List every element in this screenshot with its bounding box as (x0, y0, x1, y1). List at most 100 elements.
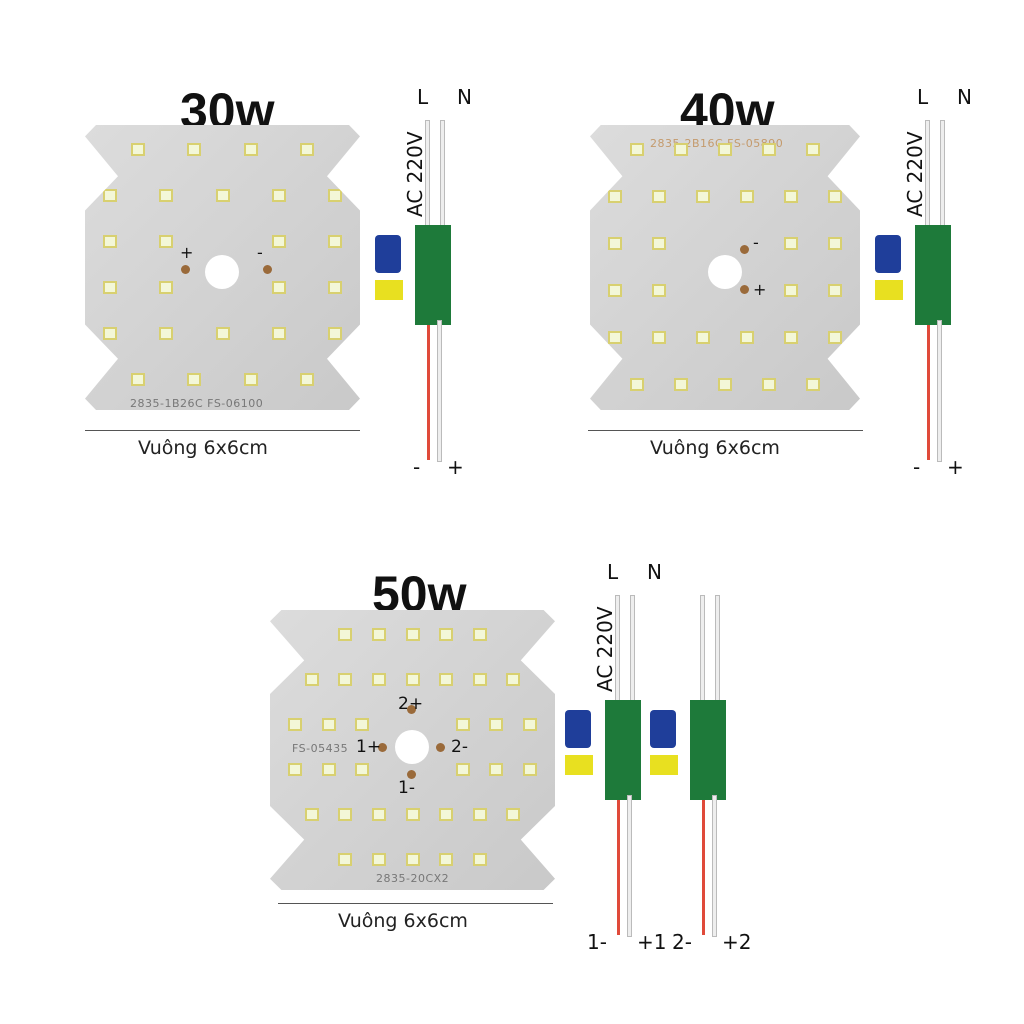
pad-2minus (436, 743, 445, 752)
led-chip (455, 763, 470, 776)
output-wire-red (702, 800, 705, 935)
transformer (565, 755, 593, 775)
led-board-30w: + - 2835-1B26C FS-06100 (85, 125, 360, 410)
led-chip (103, 327, 117, 340)
ac-220v-label: AC 220V (593, 606, 617, 692)
led-chip (489, 718, 504, 731)
capacitor (650, 710, 676, 748)
led-chip (472, 853, 487, 866)
led-chip (718, 378, 732, 391)
led-chip (523, 763, 537, 776)
board-code: 2835-1B26C FS-06100 (130, 397, 264, 410)
led-chip (740, 190, 754, 203)
center-hole (708, 255, 742, 289)
output-minus-label: 1- (587, 930, 607, 954)
center-hole (205, 255, 239, 289)
input-wire-n (715, 595, 720, 707)
output-wire-red (927, 325, 930, 460)
output-minus-label: - (913, 455, 921, 479)
led-chip (472, 673, 487, 686)
led-chip (630, 378, 644, 391)
size-caption: Vuông 6x6cm (138, 437, 268, 459)
led-chip (718, 143, 732, 156)
size-caption: Vuông 6x6cm (338, 910, 468, 932)
led-chip (828, 331, 842, 344)
capacitor (565, 710, 591, 748)
led-chip (355, 718, 370, 731)
input-wire-n (440, 120, 445, 232)
led-chip (338, 673, 353, 686)
pad-label: 2+ (398, 694, 424, 714)
output-minus-label: - (413, 455, 421, 479)
led-chip (321, 763, 336, 776)
output-plus-label: +1 (637, 930, 667, 954)
led-chip (506, 673, 521, 686)
input-wire-n (940, 120, 945, 232)
led-chip (405, 853, 420, 866)
led-chip (304, 808, 319, 821)
output-wire-red (427, 325, 430, 460)
led-chip (523, 718, 537, 731)
output-wire-red (617, 800, 620, 935)
led-chip (299, 143, 314, 156)
led-chip (371, 808, 386, 821)
led-chip (321, 718, 336, 731)
pad-label: 1+ (356, 737, 382, 757)
led-chip (271, 235, 286, 248)
ac-220v-label: AC 220V (403, 131, 427, 217)
led-chip (328, 327, 342, 340)
led-chip (608, 331, 622, 344)
led-chip (762, 143, 776, 156)
led-chip (674, 378, 688, 391)
led-chip (338, 853, 353, 866)
led-chip (215, 327, 230, 340)
led-chip (159, 327, 174, 340)
led-chip (652, 190, 666, 203)
led-chip (131, 143, 146, 156)
led-chip (439, 853, 454, 866)
led-chip (215, 189, 230, 202)
divider (278, 903, 553, 904)
output-wire-white (437, 320, 442, 462)
led-chip (696, 331, 710, 344)
input-wire-l (700, 595, 705, 707)
pad-label: + (180, 243, 194, 262)
led-chip (439, 628, 454, 641)
output-wire-white (937, 320, 942, 462)
led-chip (187, 373, 202, 386)
led-chip (630, 143, 644, 156)
led-chip (806, 378, 820, 391)
led-chip (328, 281, 342, 294)
led-chip (489, 763, 504, 776)
led-chip (243, 373, 258, 386)
led-chip (439, 673, 454, 686)
pad-label: 2- (451, 737, 468, 757)
label-l: L (917, 85, 929, 109)
led-chip (806, 143, 820, 156)
led-chip (371, 673, 386, 686)
label-n: N (647, 560, 662, 584)
pad-label: + (753, 280, 767, 299)
led-chip (271, 327, 286, 340)
led-chip (288, 718, 302, 731)
label-n: N (957, 85, 972, 109)
led-chip (328, 235, 342, 248)
led-chip (371, 853, 386, 866)
pad-1plus (378, 743, 387, 752)
led-chip (652, 331, 666, 344)
led-chip (103, 189, 117, 202)
led-chip (405, 808, 420, 821)
led-chip (784, 331, 798, 344)
led-chip (371, 628, 386, 641)
led-chip (439, 808, 454, 821)
transformer (650, 755, 678, 775)
led-chip (187, 143, 202, 156)
led-chip (828, 237, 842, 250)
driver-pcb (415, 225, 451, 325)
led-chip (405, 628, 420, 641)
divider (588, 430, 863, 431)
output-wire-white (712, 795, 717, 937)
led-chip (328, 189, 342, 202)
led-chip (762, 378, 776, 391)
led-chip (784, 237, 798, 250)
